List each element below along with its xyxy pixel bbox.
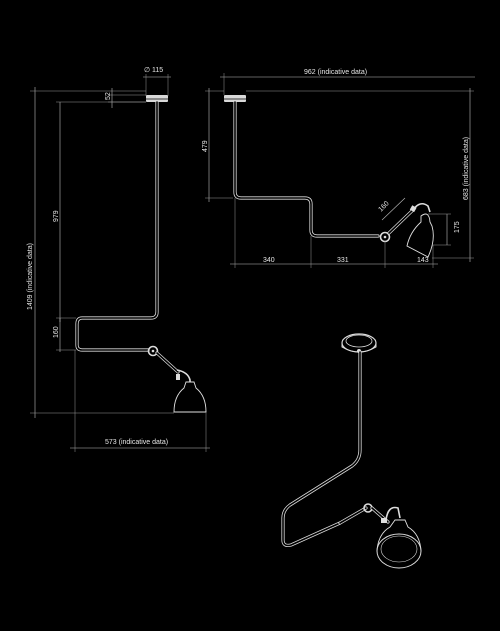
- dim-rod: 979: [53, 210, 60, 222]
- dim-elbow: 160: [53, 326, 60, 338]
- dim-total-width: 962 (indicative data): [304, 69, 367, 76]
- side-dimensions: ∅ 115 52 1409 (indicative data) 979 160 …: [27, 67, 210, 452]
- dim-diameter: ∅ 115: [144, 67, 163, 74]
- lamp-shade: [406, 213, 434, 258]
- lamp-top-view: [224, 95, 434, 258]
- shade-opening: [376, 533, 422, 569]
- lamp-shade: [173, 381, 207, 413]
- lamp-tube: [75, 100, 159, 352]
- dim-segment-2: 331: [337, 257, 349, 264]
- lamp-perspective-view: [281, 333, 422, 569]
- ceiling-canopy: [146, 95, 168, 102]
- top-dimensions: 962 (indicative data) 479 683 (indicativ…: [202, 69, 475, 268]
- dim-segment-3: 143: [417, 257, 429, 264]
- dim-width: 573 (indicative data): [105, 439, 168, 446]
- dim-arm: 160: [377, 200, 390, 213]
- dim-mount-height: 52: [105, 92, 112, 100]
- ceiling-canopy: [224, 95, 246, 102]
- dim-total-height: 683 (indicative data): [463, 137, 470, 200]
- dim-segment-1: 340: [263, 257, 275, 264]
- dim-total-height: 1409 (indicative data): [27, 243, 34, 310]
- lamp-tube: [233, 100, 380, 238]
- dim-rod: 479: [202, 140, 209, 152]
- swivel-joint: [147, 345, 159, 357]
- lamp-side-view: [75, 95, 207, 413]
- dim-shade-height: 175: [454, 221, 461, 233]
